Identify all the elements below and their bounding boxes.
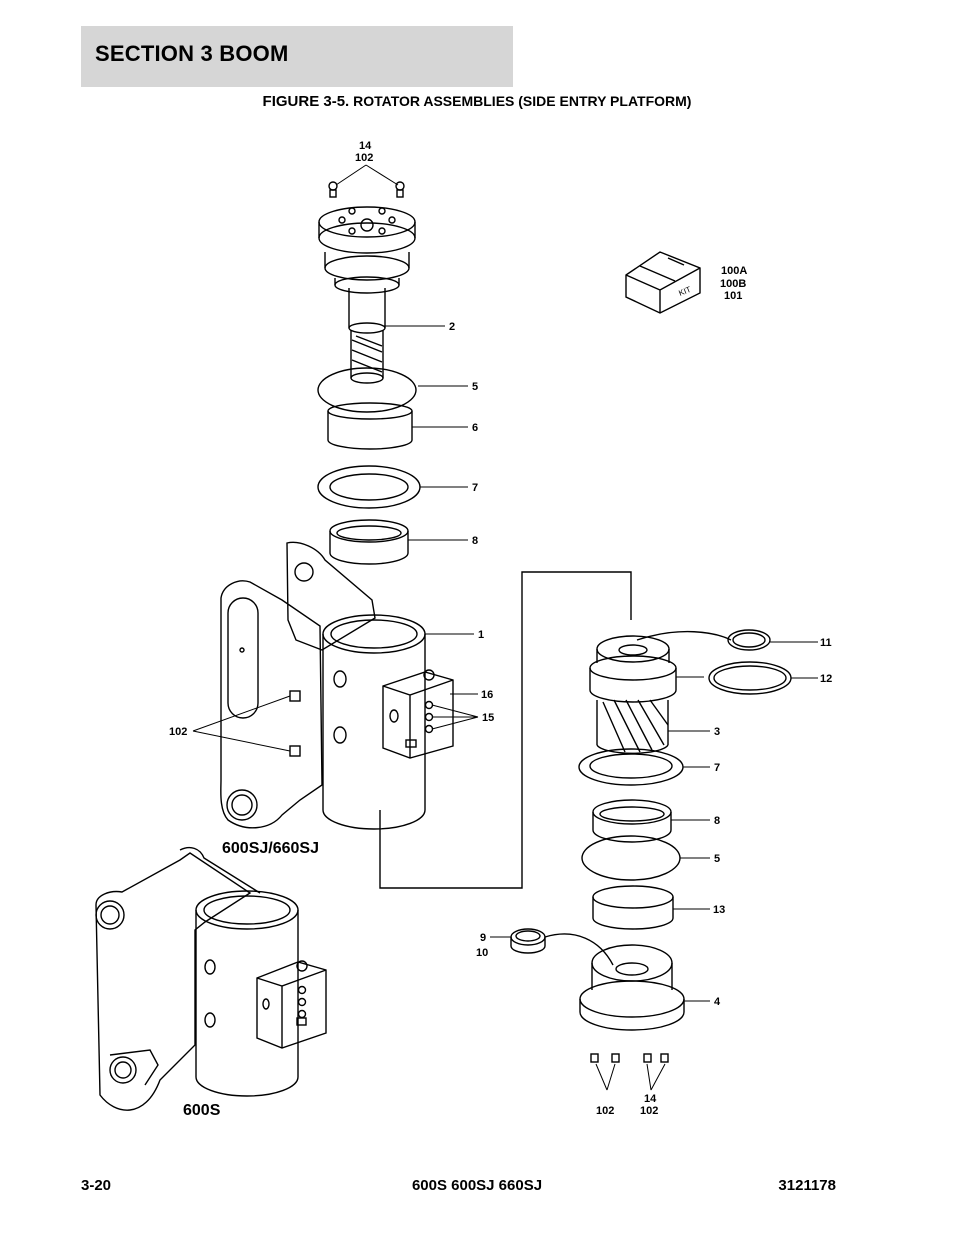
- bottom-screws: [590, 1053, 669, 1063]
- seal-9-10: [510, 928, 614, 966]
- kit-box: [625, 251, 701, 314]
- model-label-600sj-660sj: 600SJ/660SJ: [222, 840, 319, 857]
- callout-100b: 100B: [720, 278, 746, 290]
- kit-label: KIT: [677, 285, 692, 298]
- callout-5-lower: 5: [714, 853, 720, 865]
- callout-bottom-14: 14: [644, 1093, 657, 1105]
- shaft-assembly: [318, 206, 416, 384]
- callout-11: 11: [820, 637, 832, 649]
- callout-15: 15: [482, 712, 494, 724]
- connector-line: [379, 571, 632, 889]
- callout-16: 16: [481, 689, 493, 701]
- bearing-13: [592, 885, 674, 930]
- callout-10: 10: [476, 947, 488, 959]
- callout-9: 9: [480, 932, 486, 944]
- callout-102-left: 102: [169, 726, 187, 738]
- document-number: 3121178: [778, 1177, 836, 1194]
- callout-100a: 100A: [721, 265, 747, 277]
- callout-top-14: 14: [359, 140, 372, 152]
- callout-8-lower: 8: [714, 815, 720, 827]
- figure-number: FIGURE 3-5.: [262, 93, 350, 110]
- callout-12: 12: [820, 673, 832, 685]
- page-number: 3-20: [81, 1177, 112, 1194]
- base-4: [579, 944, 685, 1031]
- callout-bottom-102b: 102: [640, 1105, 658, 1117]
- ring-12: [708, 661, 792, 695]
- section-title: SECTION 3 BOOM: [95, 41, 289, 66]
- top-screws: [328, 181, 405, 198]
- callout-bottom-102a: 102: [596, 1105, 614, 1117]
- figure-title: FIGURE 3-5. ROTATOR ASSEMBLIES (SIDE ENT…: [0, 93, 954, 110]
- callout-13: 13: [713, 904, 725, 916]
- o-ring-5-upper: [317, 367, 417, 413]
- callout-7-lower: 7: [714, 762, 720, 774]
- callout-3: 3: [714, 726, 720, 738]
- leader-curve-11: [636, 630, 732, 641]
- callout-101: 101: [724, 290, 742, 302]
- housing-600sj: [220, 541, 454, 830]
- model-label-600s: 600S: [183, 1102, 221, 1119]
- section-banner: SECTION 3 BOOM: [81, 26, 513, 87]
- callout-top-102: 102: [355, 152, 373, 164]
- thrust-washer-7-lower: [578, 748, 684, 786]
- callout-4: 4: [714, 996, 721, 1008]
- callout-6: 6: [472, 422, 478, 434]
- callout-1: 1: [478, 629, 484, 641]
- callout-7-upper: 7: [472, 482, 478, 494]
- bearing-6-upper: [327, 402, 413, 450]
- ring-11: [727, 629, 771, 651]
- housing-600s: [95, 846, 327, 1111]
- callout-5-upper: 5: [472, 381, 478, 393]
- bearing-8-upper: [329, 519, 409, 565]
- footer-models: 600S 600SJ 660SJ: [411, 1177, 543, 1194]
- callout-2: 2: [449, 321, 455, 333]
- leader-lines: [192, 164, 818, 1091]
- callout-8-upper: 8: [472, 535, 478, 547]
- figure-caption: ROTATOR ASSEMBLIES (SIDE ENTRY PLATFORM): [349, 93, 692, 109]
- pinion-3: [589, 635, 677, 755]
- bearing-8-lower: [592, 799, 672, 843]
- thrust-washer-7-upper: [317, 465, 421, 509]
